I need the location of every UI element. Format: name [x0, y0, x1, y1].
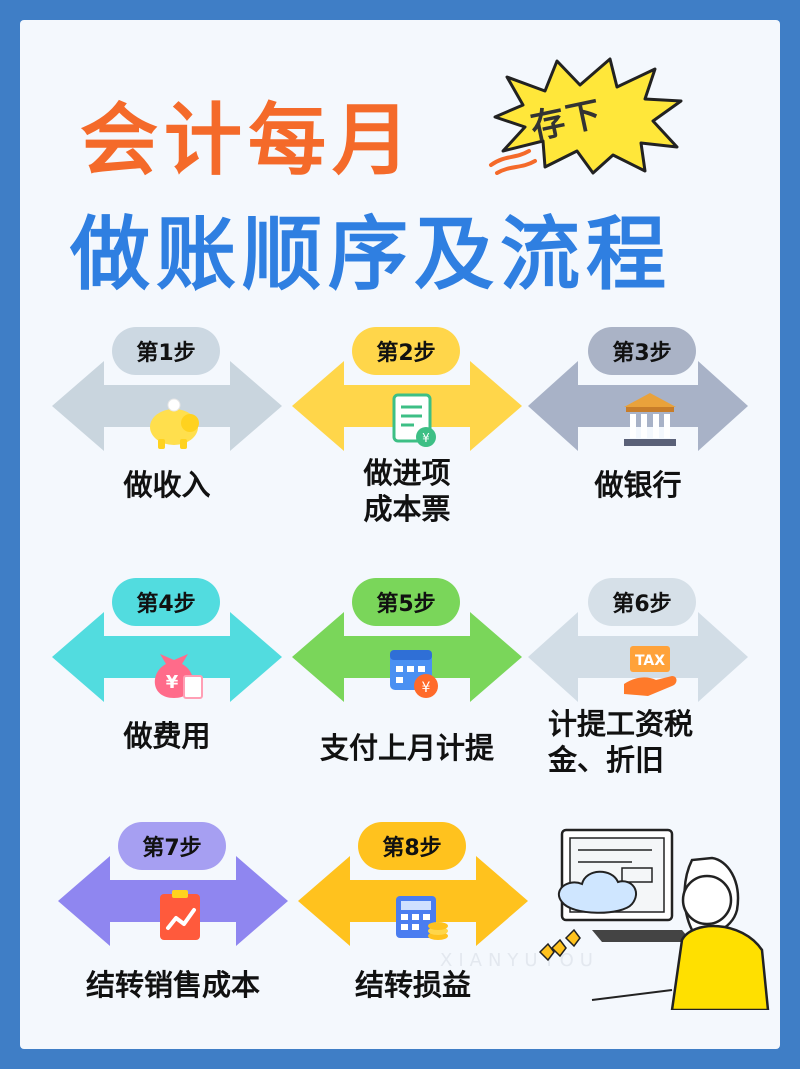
- step-8-tag: 第8步: [358, 822, 466, 870]
- person-computer-illustration: [538, 828, 770, 1010]
- step-3-label: 做银行: [594, 468, 682, 502]
- chart-clipboard-icon: [160, 890, 200, 940]
- step-1-label: 做收入: [123, 468, 211, 502]
- calculator-coins-icon: [396, 896, 448, 940]
- watermark: XIANYUYOU: [440, 950, 599, 971]
- svg-text:¥: ¥: [422, 680, 431, 696]
- step-2-tag: 第2步: [352, 327, 460, 375]
- money-bag-icon: ¥: [154, 654, 203, 699]
- step-4-label: 做费用: [123, 719, 211, 753]
- starburst-badge: [489, 57, 683, 175]
- step-4-tag: 第4步: [112, 578, 220, 626]
- step-5-label: 支付上月计提: [319, 731, 494, 765]
- calendar-payment-icon: ¥: [390, 650, 438, 698]
- svg-text:¥: ¥: [422, 431, 430, 445]
- svg-text:¥: ¥: [166, 672, 179, 693]
- page-title-line1: 会计每月: [80, 96, 417, 186]
- piggy-bank-icon: [150, 398, 199, 449]
- svg-text:TAX: TAX: [635, 653, 665, 669]
- step-5-tag: 第5步: [352, 578, 460, 626]
- step-6-label: 计提工资税 金、折旧: [548, 707, 694, 777]
- step-8-label: 结转损益: [354, 968, 471, 1002]
- step-2-label: 做进项 成本票: [363, 456, 451, 526]
- step-6-tag: 第6步: [588, 578, 696, 626]
- bank-icon: [624, 393, 676, 446]
- tax-hand-icon: TAX: [624, 646, 677, 696]
- step-7-tag: 第7步: [118, 822, 226, 870]
- double-arrow: [52, 361, 282, 451]
- step-1-tag: 第1步: [112, 327, 220, 375]
- step-3-tag: 第3步: [588, 327, 696, 375]
- invoice-icon: ¥: [392, 393, 436, 447]
- step-7-label: 结转销售成本: [85, 968, 260, 1002]
- page-title-line2: 做账顺序及流程: [70, 208, 672, 301]
